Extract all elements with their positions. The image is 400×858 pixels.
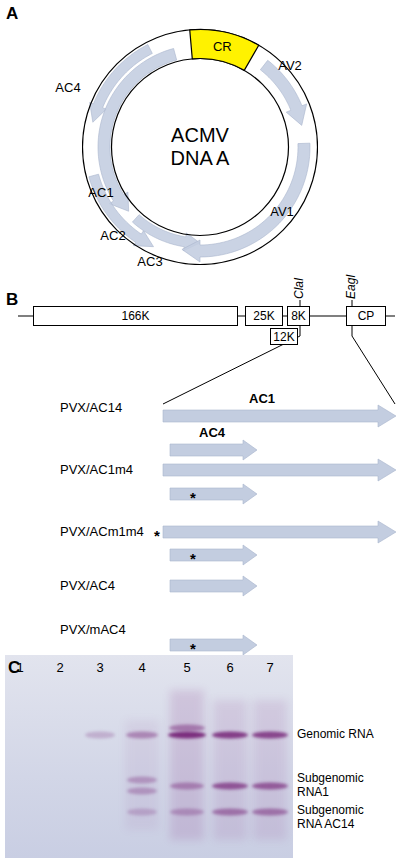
rna-band — [127, 809, 157, 816]
rna-band — [85, 732, 115, 739]
lane-number: 5 — [183, 661, 190, 676]
rna-smear — [170, 690, 204, 840]
panel-letter: A — [6, 4, 18, 24]
lane-number: 6 — [226, 661, 233, 676]
gene-box: 25K — [245, 306, 283, 326]
gene-name: AC1 — [88, 186, 113, 201]
construct-name: PVX/AC14 — [60, 401, 122, 416]
band-label: Subgenomic RNA1 — [297, 772, 371, 800]
lane-number: 7 — [266, 661, 273, 676]
gene-name: AC3 — [137, 255, 162, 270]
restriction-site: ClaI — [293, 278, 307, 299]
construct-name: PVX/ACm1m4 — [60, 525, 144, 540]
site-leader — [352, 300, 395, 404]
orf-arrow — [163, 405, 396, 427]
rna-band — [127, 777, 157, 784]
lane-number: 4 — [138, 661, 145, 676]
gel-background — [5, 655, 293, 858]
orf-arrow — [163, 521, 396, 543]
construct-name: PVX/AC1m4 — [60, 463, 133, 478]
cr-segment — [190, 29, 259, 70]
rna-smear — [253, 700, 287, 840]
panel-letter: B — [6, 290, 18, 310]
orf-name: AC4 — [199, 426, 225, 441]
gene-box: 12K — [270, 328, 298, 345]
gene-box: CP — [346, 306, 386, 326]
construct-arrows — [163, 405, 396, 655]
band-label: Subgenomic RNA AC14 — [297, 804, 371, 832]
orf-arrow — [163, 459, 396, 481]
mutation-mark: * — [190, 550, 196, 567]
rna-band — [126, 732, 158, 739]
orf-arrow — [170, 440, 257, 460]
rna-band — [212, 809, 248, 816]
rna-band — [252, 809, 288, 816]
node-text: ACMV DNA A — [158, 124, 242, 170]
common-region: CR — [188, 27, 262, 73]
node-text: 12K — [273, 331, 294, 343]
rna-band — [252, 783, 288, 790]
rna-smear — [213, 700, 247, 840]
rna-band — [168, 732, 206, 739]
gene-name: AV1 — [270, 205, 294, 220]
gene-name: AC2 — [100, 229, 125, 244]
gene-box: 166K — [33, 306, 238, 326]
orf-arrow — [170, 484, 257, 504]
rna-band — [170, 809, 204, 816]
mutation-mark: * — [190, 489, 196, 506]
node-text: CP — [358, 310, 375, 322]
gene-box: 8K — [287, 306, 310, 326]
node-text: 166K — [121, 310, 149, 322]
mutation-mark: * — [190, 640, 196, 657]
gene-name: AC4 — [55, 81, 80, 96]
rna-smear — [125, 720, 159, 830]
lane-number: 3 — [96, 661, 103, 676]
orf-arrow — [170, 545, 257, 565]
gene-name: AV2 — [278, 59, 302, 74]
rna-band — [170, 783, 204, 790]
gene-arrows — [89, 45, 310, 262]
rna-band — [252, 732, 288, 739]
lane-number: 1 — [16, 661, 23, 676]
orf-arrow — [170, 635, 257, 655]
restriction-site: EagI — [345, 274, 359, 299]
band-label: Genomic RNA — [297, 728, 397, 742]
rna-band — [127, 788, 157, 795]
inner-circle — [112, 59, 289, 236]
lane-number: 2 — [56, 661, 63, 676]
outer-circle — [83, 30, 318, 265]
node-text: 25K — [253, 310, 274, 322]
rna-band — [212, 783, 248, 790]
gel-photo — [5, 655, 293, 858]
rna-band — [169, 725, 205, 732]
construct-name: PVX/AC4 — [60, 579, 115, 594]
rna-band — [212, 732, 248, 739]
orf-arrow — [170, 576, 257, 596]
node-text: CR — [213, 39, 232, 54]
node-text: 8K — [291, 310, 306, 322]
construct-name: PVX/mAC4 — [60, 623, 126, 638]
gene-arrow — [89, 174, 154, 247]
mutation-mark: * — [154, 527, 160, 544]
orf-name: AC1 — [249, 392, 275, 407]
